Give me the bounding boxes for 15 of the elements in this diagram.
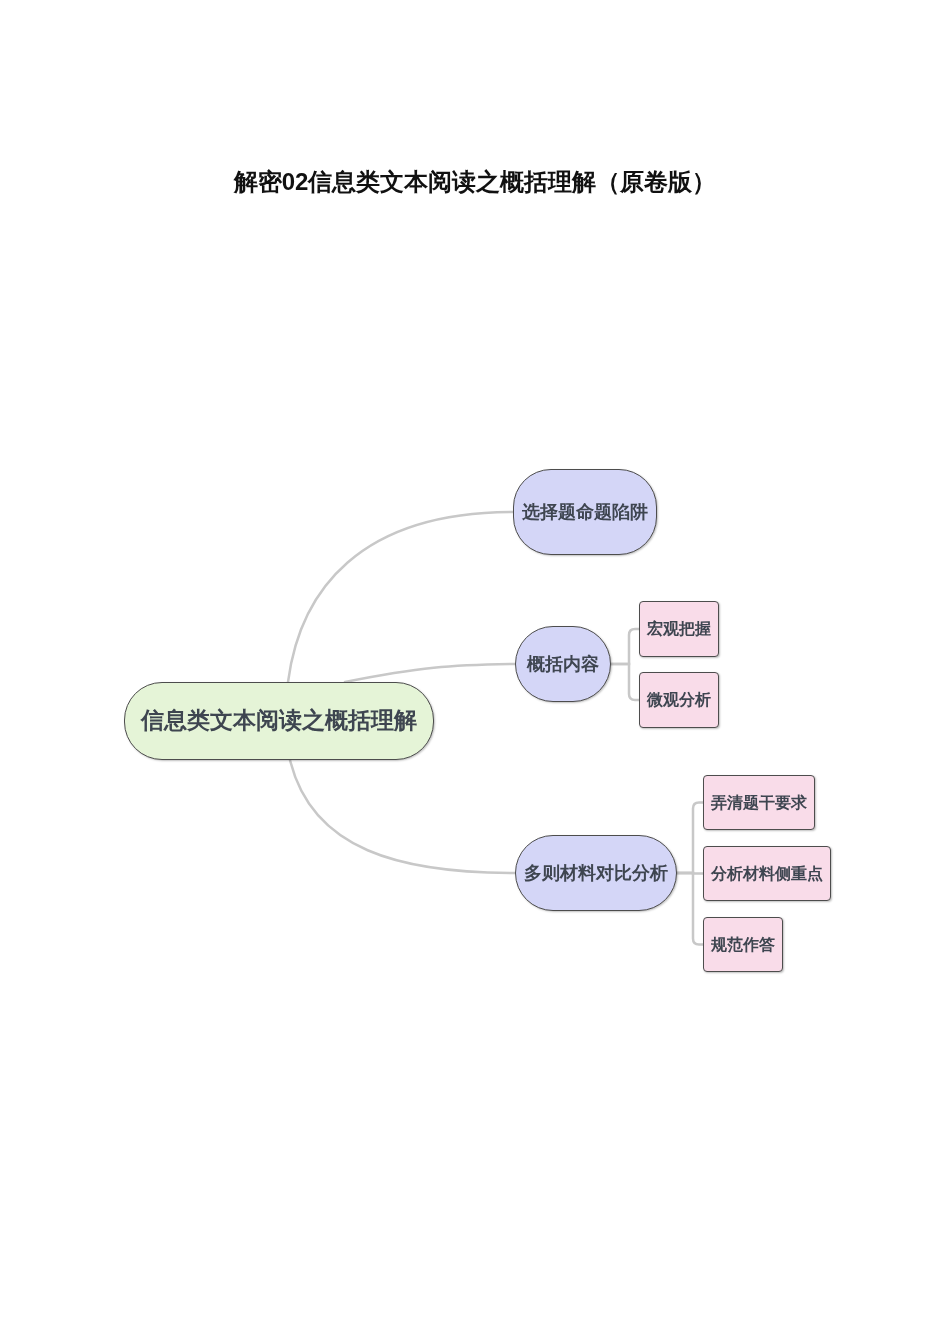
subtopic: 弄清题干要求 bbox=[703, 775, 815, 830]
subtopic: 分析材料侧重点 bbox=[703, 846, 831, 901]
subtopic: 宏观把握 bbox=[639, 601, 719, 657]
page-title: 解密02信息类文本阅读之概括理解（原卷版） bbox=[233, 167, 717, 197]
subtopic: 规范作答 bbox=[703, 917, 783, 972]
connector-line bbox=[609, 662, 641, 702]
branch-topic: 选择题命题陷阱 bbox=[513, 469, 657, 555]
connector-line bbox=[343, 662, 517, 684]
central-topic: 信息类文本阅读之概括理解 bbox=[124, 682, 434, 760]
branch-topic: 概括内容 bbox=[515, 626, 611, 702]
subtopic: 微观分析 bbox=[639, 672, 719, 728]
connector-line bbox=[675, 871, 705, 946]
branch-topic: 多则材料对比分析 bbox=[515, 835, 677, 911]
connector-line bbox=[286, 510, 515, 684]
connector-line bbox=[288, 758, 517, 875]
